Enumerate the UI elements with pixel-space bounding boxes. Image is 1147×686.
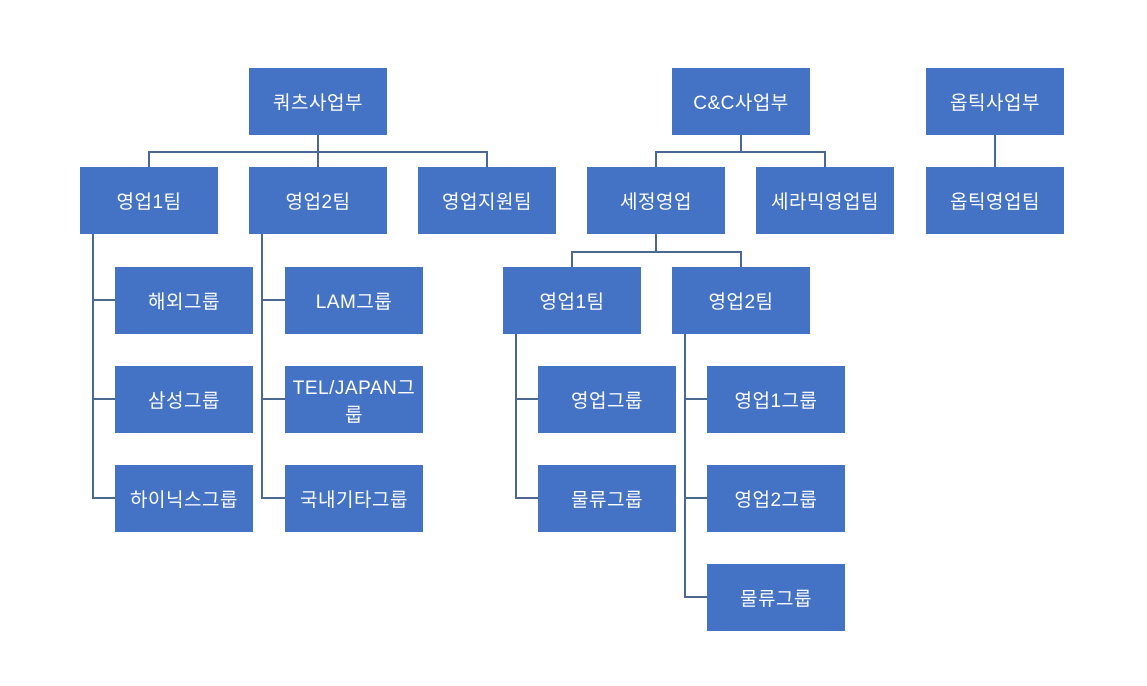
connector-line — [261, 234, 263, 499]
connector-line — [92, 497, 115, 499]
connector-line — [684, 334, 686, 598]
connector-line — [148, 151, 150, 167]
connector-line — [740, 135, 742, 152]
org-node-sales-group2: 영업2그룹 — [707, 465, 845, 532]
org-node-overseas-group: 해외그룹 — [115, 267, 253, 334]
org-node-sales-team1: 영업1팀 — [80, 167, 218, 234]
connector-line — [824, 151, 826, 167]
org-node-cleaning-sales-team1: 영업1팀 — [503, 267, 641, 334]
connector-line — [261, 398, 285, 400]
org-node-optic-division: 옵틱사업부 — [926, 68, 1064, 135]
org-node-sales-team2: 영업2팀 — [249, 167, 387, 234]
connector-line — [684, 497, 707, 499]
org-node-cleaning-sales-team2: 영업2팀 — [672, 267, 810, 334]
org-node-hynix-group: 하이닉스그룹 — [115, 465, 253, 532]
connector-line — [740, 251, 742, 267]
org-node-tel-japan-group: TEL/JAPAN그룹 — [285, 366, 423, 433]
connector-line — [92, 234, 94, 499]
org-node-logistics-group-2: 물류그룹 — [707, 564, 845, 631]
connector-line — [261, 497, 285, 499]
connector-line — [92, 299, 115, 301]
connector-line — [515, 334, 517, 499]
org-node-samsung-group: 삼성그룹 — [115, 366, 253, 433]
org-node-cnc-division: C&C사업부 — [672, 68, 810, 135]
connector-line — [92, 398, 115, 400]
org-node-sales-support-team: 영업지원팀 — [418, 167, 556, 234]
connector-line — [261, 299, 285, 301]
connector-line — [684, 398, 707, 400]
org-node-quartz-division: 쿼츠사업부 — [249, 68, 387, 135]
org-node-lam-group: LAM그룹 — [285, 267, 423, 334]
connector-line — [994, 135, 996, 167]
org-node-cleaning-sales: 세정영업 — [587, 167, 725, 234]
connector-line — [515, 497, 538, 499]
connector-line — [571, 251, 742, 253]
connector-line — [486, 151, 488, 167]
connector-line — [655, 234, 657, 252]
connector-line — [684, 596, 707, 598]
org-node-logistics-group-1: 물류그룹 — [538, 465, 676, 532]
org-node-ceramic-sales-team: 세라믹영업팀 — [756, 167, 894, 234]
org-node-domestic-other-group: 국내기타그룹 — [285, 465, 423, 532]
connector-line — [571, 251, 573, 267]
org-node-sales-group: 영업그룹 — [538, 366, 676, 433]
org-node-optic-sales-team: 옵틱영업팀 — [926, 167, 1064, 234]
connector-line — [655, 151, 826, 153]
connector-line — [149, 151, 487, 153]
connector-line — [655, 151, 657, 167]
connector-line — [515, 398, 538, 400]
org-node-sales-group1: 영업1그룹 — [707, 366, 845, 433]
